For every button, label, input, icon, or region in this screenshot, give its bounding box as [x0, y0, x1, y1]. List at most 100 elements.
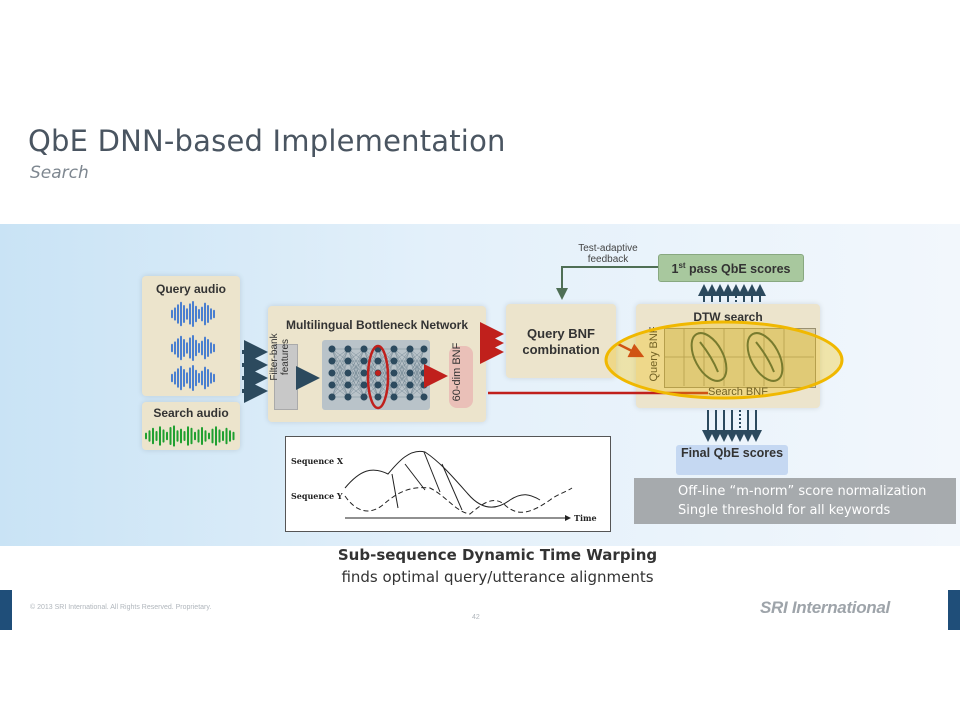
dnn-node [328, 381, 336, 389]
dnn-node [406, 381, 414, 389]
dnn-connection [347, 372, 365, 398]
dtw-search-label: DTW search [693, 310, 763, 324]
first-pass-prefix: 1 [671, 262, 679, 277]
feedback-arrow [556, 266, 658, 300]
dnn-node [374, 381, 382, 389]
slide-subtitle: Search [30, 163, 89, 183]
dnn-connection [347, 360, 365, 398]
dnn-connection [347, 348, 365, 386]
page-number: 42 [472, 614, 480, 621]
dtw-paths [690, 332, 784, 382]
first-pass-box: 1st pass QbE scores [658, 254, 804, 282]
dnn-connection [393, 348, 411, 386]
bottleneck-highlight [366, 344, 390, 410]
dnn-connection [409, 348, 425, 398]
dnn-connection [409, 372, 425, 398]
dnn-connection [377, 372, 395, 398]
feedback-label: Test-adaptive feedback [578, 243, 638, 265]
dnn-connection [363, 360, 379, 398]
query-combination-box: Query BNF combination [506, 304, 616, 378]
dnn-connection [377, 348, 395, 386]
notes-box: Off-line “m-norm” score normalization Si… [634, 478, 956, 524]
search-bnf-label: Search BNF [708, 386, 768, 398]
first-pass-suffix: pass QbE scores [685, 262, 791, 277]
dnn-node [420, 393, 428, 401]
dnn-node [390, 393, 398, 401]
dnn-node [360, 393, 368, 401]
dnn-connection [377, 348, 395, 398]
dnn-connection [331, 372, 349, 398]
highlight-ellipse [604, 320, 844, 400]
dnn-connection [331, 348, 349, 398]
dnn-node [360, 381, 368, 389]
input-arrows [242, 340, 320, 403]
brand-logo: SRI International [760, 598, 890, 617]
dnn-connection [377, 360, 395, 398]
dnn-node [420, 381, 428, 389]
dnn-connection [331, 348, 349, 386]
query-combination-label: Query BNF combination [522, 326, 600, 357]
dnn-node [344, 345, 352, 353]
dnn-connection [409, 348, 425, 374]
dnn-connection [347, 348, 365, 398]
search-audio-label: Search audio [153, 406, 229, 420]
dnn-node [360, 369, 368, 377]
dnn-node [390, 357, 398, 365]
dnn-node [390, 381, 398, 389]
sequence-y-label: Sequence Y [291, 491, 343, 501]
dnn-node [360, 345, 368, 353]
note-line-2: Single threshold for all keywords [678, 503, 891, 518]
dnn-connection [393, 372, 411, 398]
dnn-node [406, 369, 414, 377]
dnn-node [390, 345, 398, 353]
dtw-curves [344, 450, 573, 521]
sequence-x-label: Sequence X [291, 456, 344, 466]
caption-subtitle: finds optimal query/utterance alignments [341, 568, 654, 586]
dnn-connection [363, 372, 379, 398]
dnn-connection [347, 348, 365, 374]
footer-edge-right [948, 590, 960, 630]
first-pass-arrows [698, 284, 766, 302]
dnn-connection [393, 360, 411, 398]
footer-edge-left [0, 590, 12, 630]
dnn-nodes [328, 345, 428, 401]
time-label: Time [574, 513, 597, 523]
dnn-node [374, 393, 382, 401]
dnn-connection [409, 360, 425, 398]
dnn-node [360, 357, 368, 365]
final-scores-box: Final QbE scores [676, 445, 788, 475]
bnf-block [449, 346, 473, 408]
dnn-node [328, 369, 336, 377]
dtw-grid [664, 328, 816, 388]
dnn-node [344, 381, 352, 389]
dnn-node [406, 345, 414, 353]
search-waveform [145, 425, 235, 447]
dnn-node [344, 357, 352, 365]
dnn-node [344, 369, 352, 377]
note-line-1: Off-line “m-norm” score normalization [678, 484, 927, 499]
first-pass-label: 1st pass QbE scores [659, 261, 803, 276]
query-waveforms [171, 301, 215, 391]
final-score-arrows [702, 410, 762, 442]
dnn-connection [331, 348, 349, 374]
first-pass-sup: st [678, 261, 686, 270]
dnn-node [420, 357, 428, 365]
dnn-connection [363, 348, 379, 386]
dnn-node [420, 345, 428, 353]
dnn-node [344, 393, 352, 401]
dnn-connection [393, 348, 411, 398]
dnn-connection [331, 360, 349, 398]
dnn-connection [393, 348, 411, 374]
dtw-illustration [285, 436, 611, 532]
footer-copyright: © 2013 SRI International. All Rights Res… [30, 604, 212, 611]
dnn-node [374, 357, 382, 365]
dnn-node [328, 345, 336, 353]
dnn-connection [363, 348, 379, 374]
dnn-node [328, 393, 336, 401]
dnn-node [374, 369, 382, 377]
dnn-node [390, 369, 398, 377]
slide-title: QbE DNN-based Implementation [28, 124, 506, 158]
search-audio-box: Search audio [142, 402, 240, 450]
dnn-node [328, 357, 336, 365]
